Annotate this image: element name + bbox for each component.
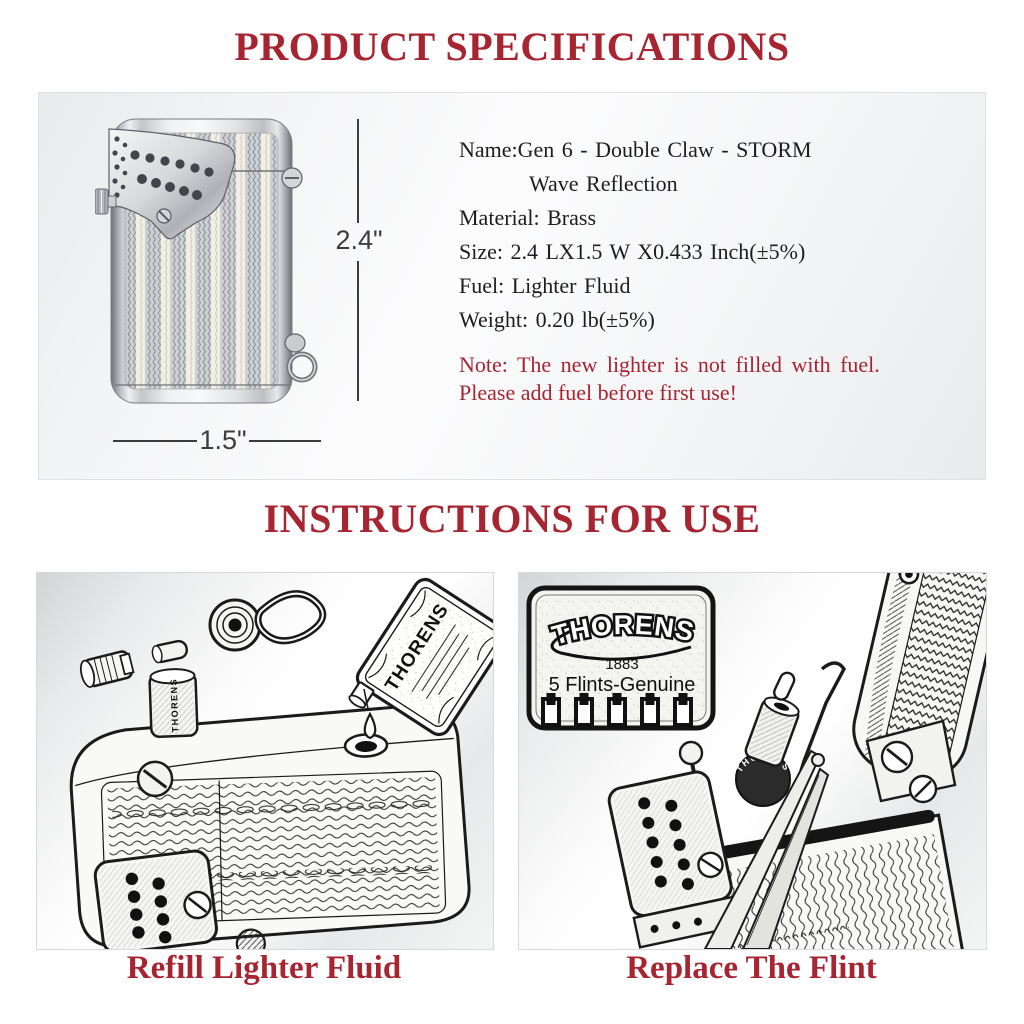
spec-text-block: Name:Gen 6 - Double Claw - STORM Wave Re…: [459, 133, 959, 337]
tweezers: [703, 749, 830, 949]
can-spout: [348, 681, 375, 709]
flint-tube: [744, 696, 800, 767]
replace-claw-plate: [607, 770, 742, 949]
swivel-bail: [284, 333, 318, 383]
spring-wire: [789, 661, 846, 804]
striker-wheel: [235, 928, 266, 949]
spec-note: Note: The new lighter is not filled with…: [459, 351, 955, 407]
claw-holes: [112, 136, 214, 200]
flint-part: [151, 639, 189, 664]
flints-pack-label: 5 Flints-Genuine: [549, 674, 696, 696]
spec-name-line1: Name:Gen 6 - Double Claw - STORM: [459, 137, 812, 162]
refill-claw-plate: [93, 849, 218, 949]
refill-lighter-body: THORENS: [69, 668, 471, 949]
dimension-line-width-left: [113, 440, 197, 442]
flint-knob: [95, 188, 117, 215]
flints-package: THORENS 1883 5 Flints-Genuine: [526, 585, 716, 731]
hinge-bracket: [865, 719, 957, 804]
fluid-can: THORENS: [348, 577, 493, 737]
dimension-height-label: 2.4": [335, 225, 383, 255]
spec-name-line2: Wave Reflection: [529, 171, 678, 196]
caption-replace: Replace The Flint: [626, 950, 877, 986]
refill-illustration: THORENS: [69, 577, 493, 949]
page-title-instructions: INSTRUCTIONS FOR USE: [263, 496, 761, 541]
dimension-width-label: 1.5": [199, 425, 247, 455]
filler-hole: [343, 733, 389, 758]
replace-illustration-panel: THORENS: [518, 572, 987, 950]
replace-illustration: THORENS: [526, 573, 986, 949]
spec-material: Material: Brass: [459, 205, 597, 230]
side-screw: [281, 167, 303, 189]
spec-note-line2: Please add fuel before first use!: [459, 380, 737, 405]
refill-tube: THORENS: [148, 668, 199, 738]
page-title-specifications: PRODUCT SPECIFICATIONS: [234, 24, 790, 69]
spec-fuel: Fuel: Lighter Fluid: [459, 273, 631, 298]
open-lid: [852, 573, 986, 780]
dimension-line-width-right: [249, 440, 321, 442]
claw-plate: [108, 128, 236, 240]
refill-illustration-panel: THORENS: [36, 572, 494, 950]
refill-tube-brand: THORENS: [169, 678, 181, 733]
spec-size: Size: 2.4 LX1.5 W X0.433 Inch(±5%): [459, 239, 806, 264]
swivel-cap-part: [208, 590, 327, 652]
dimension-line-height-bottom: [357, 261, 359, 401]
product-photo-lighter: [95, 118, 318, 404]
dimension-line-height-top: [357, 119, 359, 223]
flint-piece: [773, 671, 796, 701]
knurled-cap-part: [79, 650, 135, 688]
flint-slots: [541, 693, 693, 727]
caption-refill: Refill Lighter Fluid: [126, 950, 402, 986]
hinge-screw: [136, 760, 174, 798]
spec-panel: 2.4" 1.5" Name:Gen 6 - Double Claw - STO…: [38, 92, 986, 480]
fuel-drop: [363, 688, 377, 740]
spec-note-line1: Note: The new lighter is not filled with…: [459, 352, 880, 377]
spec-weight: Weight: 0.20 lb(±5%): [459, 307, 655, 332]
flints-pack-year: 1883: [605, 656, 638, 673]
